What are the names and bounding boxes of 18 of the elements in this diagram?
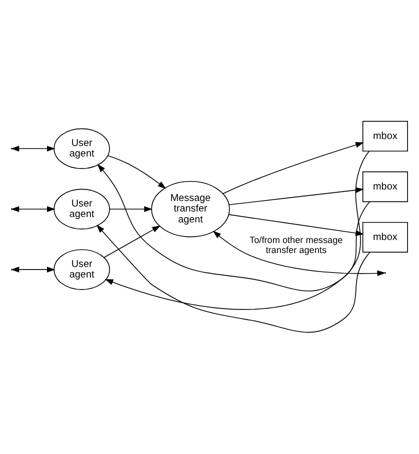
arrow [104,150,370,310]
node-ellipse: User agent [54,188,110,230]
arrow [97,164,370,292]
arrow [222,142,364,194]
node-box: mbox [362,171,408,202]
edge-label: To/from other message transfer agents [250,234,343,255]
node-ellipse: User agent [54,249,110,290]
arrow [212,230,386,276]
arrow [228,187,364,206]
arrow [104,226,160,258]
node-box: mbox [362,120,408,152]
node-ellipse: User agent [54,128,110,169]
arrow [228,214,364,236]
arrow [96,224,370,333]
arrow [10,266,56,272]
arrow [107,155,166,189]
node-box: mbox [362,222,408,253]
arrow [108,206,152,212]
